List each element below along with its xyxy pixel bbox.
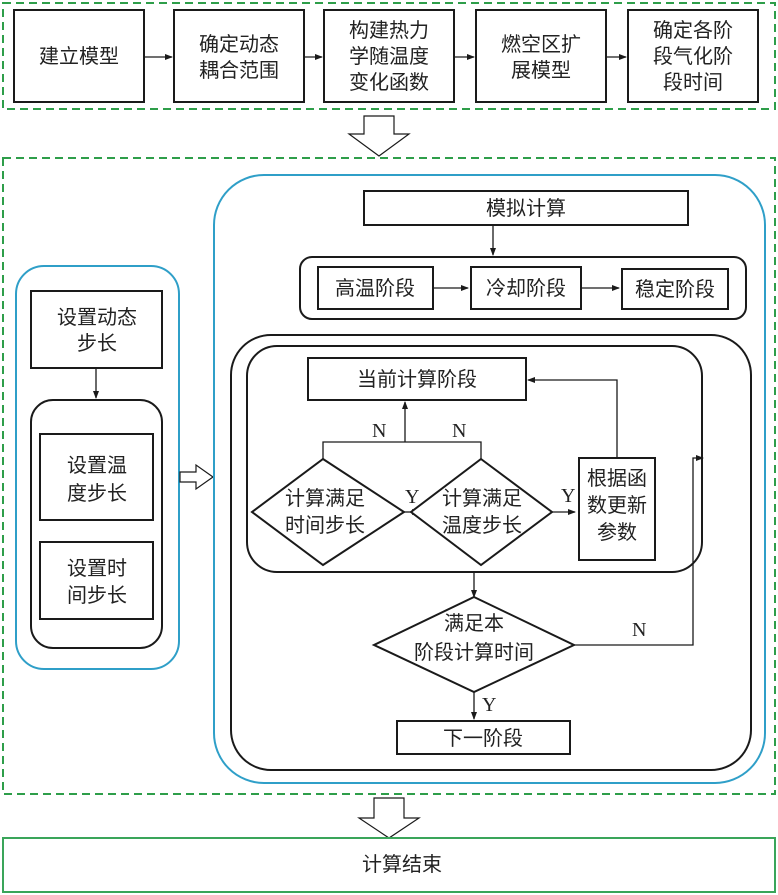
middle-process-group: [2, 157, 776, 795]
end-box[interactable]: 计算结束: [2, 837, 776, 893]
set-temperature-step-box[interactable]: 设置温 度步长: [39, 433, 154, 521]
set-temperature-step-line-1: 设置温: [67, 453, 127, 477]
top-step-1-line-1: 建立模型: [39, 44, 119, 68]
top-step-5-line-2: 段气化阶: [653, 44, 733, 68]
top-step-4[interactable]: 燃空区扩 展模型: [475, 9, 607, 103]
stage-time-no-connector: [574, 455, 704, 646]
next-stage-label: 下一阶段: [443, 726, 523, 750]
top-step-5-line-1: 确定各阶: [653, 18, 733, 42]
set-dynamic-step-box[interactable]: 设置动态 步长: [30, 290, 163, 369]
iteration-outer-group: [230, 334, 752, 771]
top-step-2-line-1: 确定动态: [199, 32, 279, 56]
check-time-step-line-2: 时间步长: [285, 513, 365, 537]
set-temperature-step-line-2: 度步长: [67, 481, 127, 505]
stage-high-temp[interactable]: 高温阶段: [317, 266, 434, 310]
end-label: 计算结束: [362, 852, 442, 876]
hollow-arrow-down-1: [347, 115, 411, 157]
simulation-title-box[interactable]: 模拟计算: [363, 190, 689, 226]
stage-stable-label: 稳定阶段: [635, 277, 715, 301]
hollow-arrow-right: [179, 463, 215, 491]
top-step-4-line-1: 燃空区扩: [501, 32, 581, 56]
check-temp-step-line-1: 计算满足: [442, 486, 522, 510]
stage-cooling[interactable]: 冷却阶段: [470, 266, 582, 310]
top-step-3-line-1: 构建热力: [349, 18, 429, 42]
check-stage-time-diamond[interactable]: 满足本 阶段计算时间: [371, 595, 577, 694]
stage-cooling-label: 冷却阶段: [486, 276, 566, 300]
stage-high-temp-label: 高温阶段: [335, 276, 415, 300]
no-branch-connector: [322, 441, 482, 459]
next-stage-box[interactable]: 下一阶段: [396, 720, 571, 755]
top-step-3-line-3: 变化函数: [349, 70, 429, 94]
label-yes-1: Y: [405, 486, 419, 508]
check-time-step-line-1: 计算满足: [285, 486, 365, 510]
label-yes-3: Y: [482, 694, 496, 716]
stages-group: [299, 256, 747, 320]
update-params-line-3: 参数: [597, 520, 637, 544]
label-no-1: N: [372, 420, 386, 442]
label-no-2: N: [452, 420, 466, 442]
set-time-step-box[interactable]: 设置时 间步长: [39, 541, 154, 620]
set-dynamic-step-line-1: 设置动态: [57, 305, 137, 329]
top-step-2[interactable]: 确定动态 耦合范围: [173, 9, 305, 103]
check-stage-time-line-2: 阶段计算时间: [414, 640, 534, 664]
top-step-4-line-2: 展模型: [511, 58, 571, 82]
check-temp-step-diamond[interactable]: 计算满足 温度步长: [409, 457, 554, 567]
top-step-2-line-2: 耦合范围: [199, 58, 279, 82]
top-step-1[interactable]: 建立模型: [13, 9, 145, 103]
substep-group: [30, 399, 163, 649]
simulation-title: 模拟计算: [486, 196, 566, 220]
check-temp-step-line-2: 温度步长: [442, 513, 522, 537]
simulation-group: [213, 174, 766, 784]
top-process-group: [2, 2, 776, 110]
update-params-line-2: 数更新: [587, 493, 647, 517]
hollow-arrow-down-2: [357, 797, 421, 839]
top-step-5-line-3: 段时间: [663, 70, 723, 94]
label-yes-2: Y: [561, 485, 575, 507]
set-dynamic-step-line-2: 步长: [77, 331, 117, 355]
stage-stable[interactable]: 稳定阶段: [621, 268, 729, 310]
top-step-3[interactable]: 构建热力 学随温度 变化函数: [323, 9, 455, 103]
set-time-step-line-1: 设置时: [67, 556, 127, 580]
check-stage-time-line-1: 满足本: [444, 611, 504, 635]
top-step-3-line-2: 学随温度: [349, 44, 429, 68]
set-time-step-line-2: 间步长: [67, 583, 127, 607]
label-no-3: N: [632, 619, 646, 641]
current-stage-label: 当前计算阶段: [357, 367, 477, 391]
update-to-current-connector: [527, 377, 618, 458]
current-stage-box[interactable]: 当前计算阶段: [307, 357, 527, 401]
update-params-line-1: 根据函: [587, 466, 647, 490]
update-params-box[interactable]: 根据函 数更新 参数: [578, 457, 656, 561]
step-settings-group: [15, 265, 180, 670]
check-time-step-diamond[interactable]: 计算满足 时间步长: [250, 457, 406, 567]
top-step-5[interactable]: 确定各阶 段气化阶 段时间: [627, 9, 759, 103]
